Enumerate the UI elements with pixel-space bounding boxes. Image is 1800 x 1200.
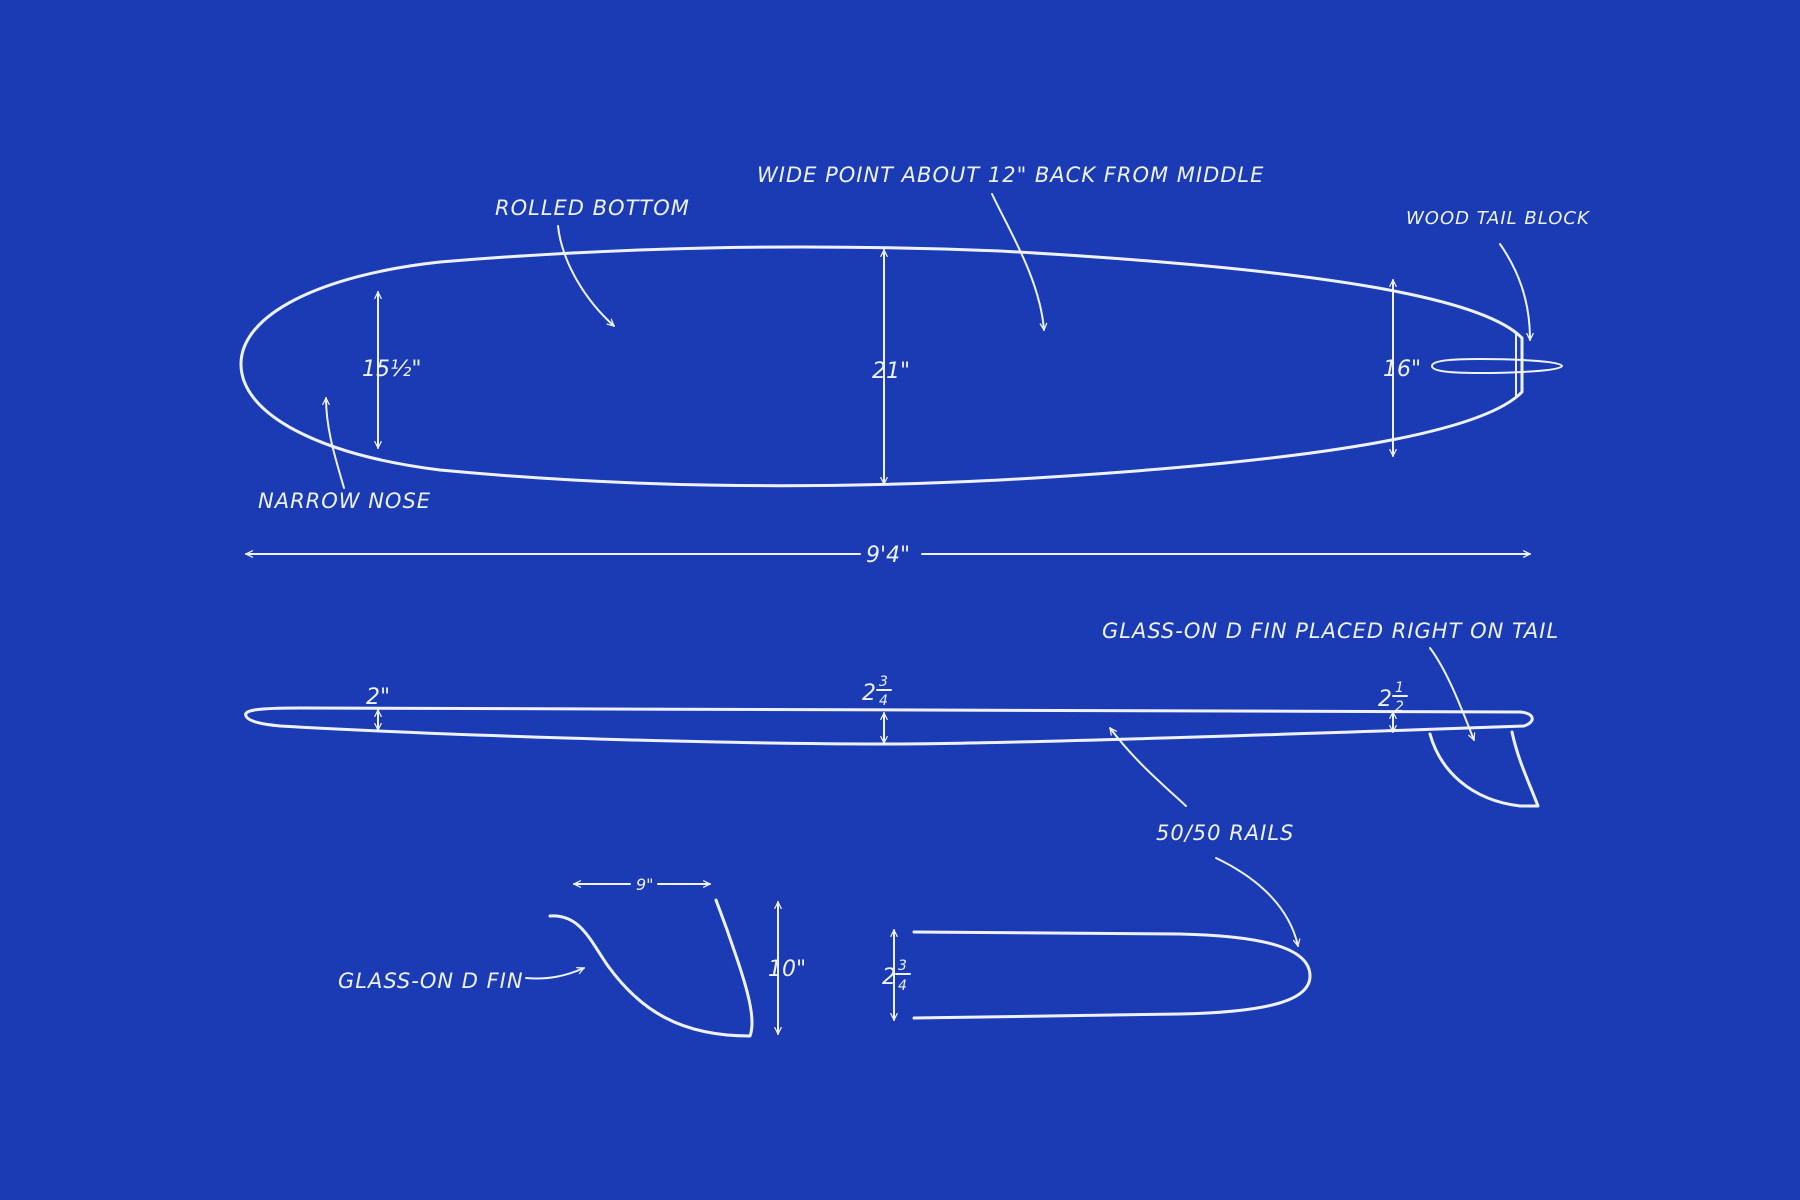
wide-point-arrow [991,193,1048,331]
svg-text:2: 2 [1378,687,1392,712]
svg-text:1: 1 [1395,680,1404,696]
wide-point-label: WIDE POINT ABOUT 12" BACK FROM MIDDLE [757,163,1264,187]
wood-tail-block-label: WOOD TAIL BLOCK [1406,208,1590,229]
svg-text:2: 2 [862,681,876,706]
svg-text:2: 2 [882,965,896,990]
svg-text:4: 4 [879,693,888,709]
rail-detail: 2 3 4 [882,929,1312,1021]
center-width-label: 21" [872,359,910,384]
fin-placement-arrow [1429,647,1476,741]
svg-text:3: 3 [898,958,907,974]
tail-width-label: 16" [1383,357,1421,382]
fin-height-label: 10" [768,957,806,982]
rocker-view: 2" 2 3 4 2 1 2 GLASS-ON D FIN PLACED RIG… [244,619,1559,947]
rail-thickness-label: 2 3 4 [882,958,911,994]
nose-thickness-label: 2" [366,685,390,710]
rail-outline [912,930,1312,1020]
wood-tail-block-arrow [1499,243,1534,341]
fin-side-view [1428,730,1540,808]
fin-top-view [1431,358,1563,374]
svg-text:3: 3 [879,674,888,690]
narrow-nose-arrow [322,397,345,489]
svg-text:2: 2 [1395,699,1404,715]
planshape-view: 15½" 21" 16" 9'4" ROLLED BOTTOM WIDE POI… [239,163,1590,568]
fin-placement-label: GLASS-ON D FIN PLACED RIGHT ON TAIL [1102,619,1559,643]
rolled-bottom-arrow [557,225,615,327]
nose-width-label: 15½" [362,357,421,382]
rails-label: 50/50 RAILS [1156,821,1294,845]
svg-text:4: 4 [898,978,907,994]
fin-detail: 9" 10" GLASS-ON D FIN [338,875,806,1038]
center-thickness-label: 2 3 4 [862,674,892,709]
narrow-nose-label: NARROW NOSE [258,489,431,513]
glass-on-fin-arrow [525,967,585,980]
rolled-bottom-label: ROLLED BOTTOM [495,196,690,220]
glass-on-fin-label: GLASS-ON D FIN [338,969,524,993]
rails-arrow-up [1109,727,1187,807]
rails-arrow-down [1215,857,1301,947]
board-outline-top [239,245,1524,488]
tail-thickness-label: 2 1 2 [1378,680,1408,715]
fin-base-label: 9" [636,875,654,894]
length-label: 9'4" [866,543,910,568]
board-outline-side [244,706,1534,746]
fin-outline [548,898,754,1038]
